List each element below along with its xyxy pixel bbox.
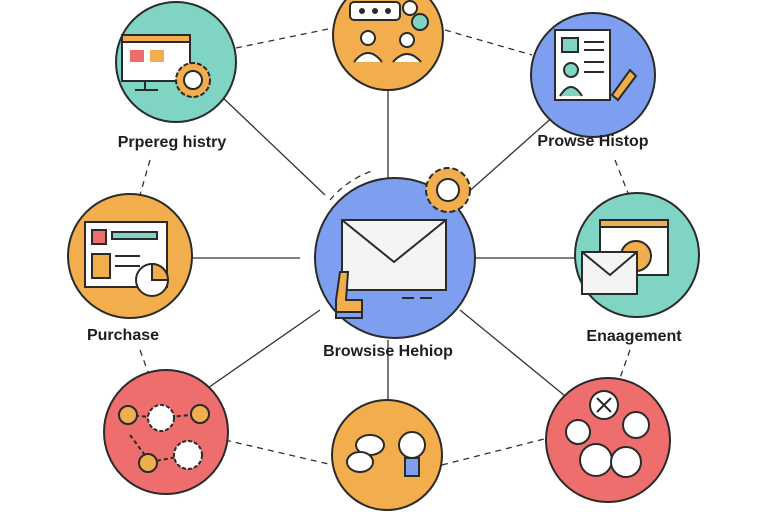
node-top-right[interactable] bbox=[530, 12, 656, 138]
monitor-gear-icon bbox=[121, 34, 211, 98]
label-right: Enaagement bbox=[586, 328, 682, 345]
node-bottom-left[interactable] bbox=[103, 369, 229, 495]
node-bottom-center[interactable] bbox=[331, 399, 443, 511]
node-left[interactable] bbox=[67, 193, 193, 319]
node-top-left[interactable] bbox=[115, 1, 237, 123]
envelope-hand-icon bbox=[335, 219, 447, 319]
node-center[interactable] bbox=[314, 167, 476, 339]
node-top-center[interactable] bbox=[332, 0, 444, 91]
chat-people-icon bbox=[349, 0, 429, 63]
label-center: Browsise Hehiop bbox=[323, 343, 453, 360]
gear-icon bbox=[425, 167, 471, 213]
label-left: Purchase bbox=[86, 327, 160, 344]
connectors bbox=[139, 27, 631, 466]
dashboard-chart-icon bbox=[84, 221, 170, 297]
label-top-left: Prpereg histry bbox=[117, 134, 227, 151]
connected-circles-icon bbox=[565, 390, 650, 478]
label-top-right: Prowse Histop bbox=[537, 133, 649, 150]
node-right[interactable] bbox=[574, 192, 700, 318]
email-window-icon bbox=[581, 219, 669, 295]
node-bottom-right[interactable] bbox=[545, 377, 671, 503]
speech-lightbulb-icon bbox=[346, 431, 426, 477]
network-gears-icon bbox=[118, 404, 210, 473]
profile-document-icon bbox=[554, 29, 638, 102]
